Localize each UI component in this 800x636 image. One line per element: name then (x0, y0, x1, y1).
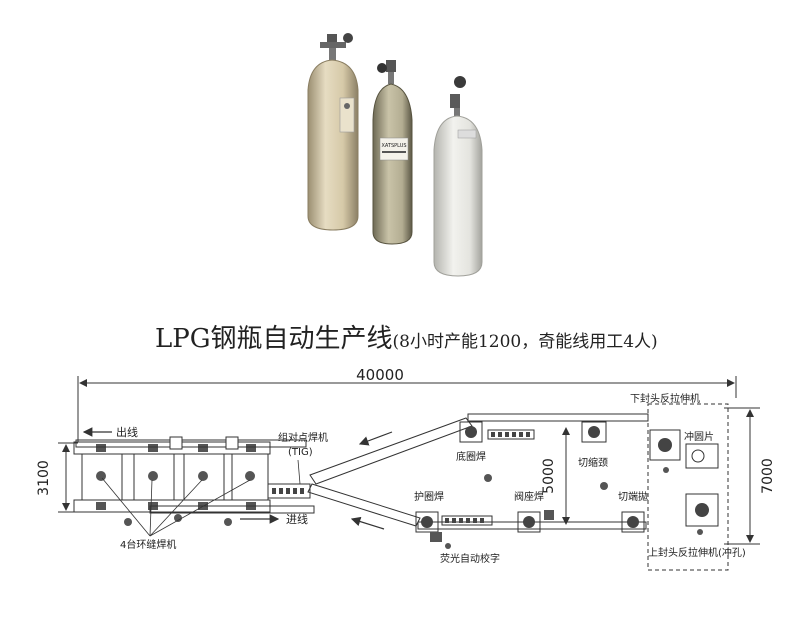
circ-welder-leaders (101, 477, 251, 537)
dim-length-label: 40000 (356, 366, 404, 384)
upper-rail (467, 413, 649, 440)
gas-cylinder-photo: XATSPLUS (300, 20, 500, 290)
dimension-40000: 40000 (77, 366, 737, 442)
valve-seat-weld-label: 阀座焊 (514, 490, 544, 503)
operator-marker-2 (600, 482, 608, 490)
cylinder-label-text: XATSPLUS (381, 143, 406, 149)
tack-welder-label: 组对点焊机 (278, 431, 328, 444)
punch-blank-label: 冲圆片 (684, 430, 714, 443)
input-conveyor (149, 505, 315, 514)
laser-mark-station (430, 532, 451, 549)
white-cylinder (433, 76, 483, 277)
cut-shrink-label: 切缩颈 (578, 456, 608, 469)
output-conveyor (75, 436, 307, 450)
entry-line-label: 进线 (286, 512, 308, 526)
bottom-ring-welder (459, 421, 483, 443)
feed-arrow (350, 516, 385, 530)
cut-shrink-station (581, 421, 607, 443)
valve-seat-welder (517, 510, 554, 533)
lower-head-press-label: 下封头反拉伸机 (630, 392, 700, 405)
exit-line-label: 出线 (116, 425, 138, 439)
tan-cylinder (307, 33, 359, 231)
circ-welders-label: 4台环缝焊机 (120, 538, 176, 551)
diagonal-conveyors (307, 417, 473, 527)
return-arrow (358, 431, 393, 446)
tig-label: (TIG) (288, 447, 313, 458)
dark-cylinder: XATSPLUS (372, 60, 413, 245)
dimension-5000: 5000 (541, 427, 570, 525)
title-sub: (8小时产能1200，奇能线用工4人) (392, 332, 658, 352)
trim-edge-station (621, 511, 645, 533)
operator-marker-1 (484, 474, 492, 482)
guard-ring-welder (415, 511, 439, 533)
title-main: LPG钢瓶自动生产线 (155, 324, 393, 354)
press-area (647, 403, 729, 571)
dimension-7000: 7000 (724, 407, 776, 545)
guard-ring-weld-label: 护圈焊 (414, 490, 444, 503)
dimension-3100: 3100 (36, 442, 78, 513)
bottom-ring-weld-label: 底圈焊 (456, 450, 486, 463)
diagram-title: LPG钢瓶自动生产线(8小时产能1200，奇能线用工4人) (155, 318, 658, 355)
dim-height-right-label: 7000 (760, 458, 776, 494)
dim-height-mid-label: 5000 (541, 458, 557, 494)
tack-welder-leader (297, 459, 301, 485)
upper-head-press-label: 上封头反拉伸机(冲孔) (648, 546, 746, 559)
laser-mark-label: 荧光自动校字 (440, 552, 500, 565)
trim-edge-label: 切端拋 (618, 490, 648, 503)
dim-height-left-label: 3100 (36, 460, 52, 496)
tack-welder (267, 483, 311, 499)
